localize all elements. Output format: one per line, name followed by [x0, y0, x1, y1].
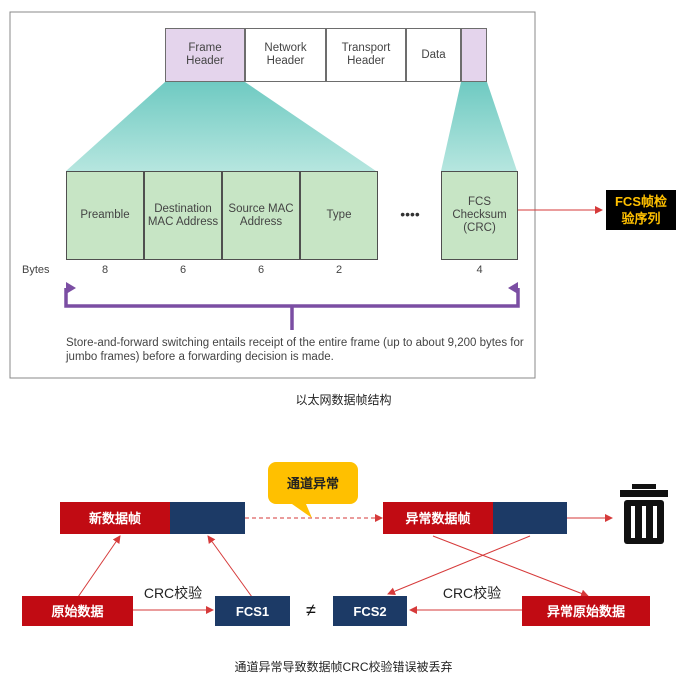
frame-data-to-abnormal-arrow	[432, 535, 589, 598]
header-transport-header: Transport Header	[326, 28, 406, 82]
bytes-destination-mac: 6	[179, 264, 187, 276]
field-type: Type	[300, 171, 378, 260]
original-data-box: 原始数据	[22, 596, 133, 626]
caption-crc-error-discard: 通道异常导致数据帧CRC校验错误被丢弃	[234, 660, 453, 674]
bytes-type: 2	[335, 264, 343, 276]
bytes-preamble: 8	[101, 264, 109, 276]
frame-fcs-to-fcs2-arrow	[387, 535, 531, 596]
trash-icon	[620, 484, 668, 544]
bytes-fcs: 4	[476, 264, 483, 276]
store-forward-description: Store-and-forward switching entails rece…	[66, 337, 524, 363]
frame-header-funnel	[66, 82, 376, 171]
channel-error-callout: 通道异常	[268, 462, 358, 504]
header-frame-header: Frame Header	[165, 28, 245, 82]
header-data: Data	[406, 28, 461, 82]
abnormal-original-data-box: 异常原始数据	[522, 596, 650, 626]
field-destination-mac: Destination MAC Address	[144, 171, 222, 260]
original-to-frame-arrow	[77, 535, 121, 598]
fcs-callout-box: FCS帧检 验序列	[606, 190, 676, 230]
bytes-source-mac: 6	[257, 264, 265, 276]
header-fcs-segment	[461, 28, 487, 82]
crc-check-label-right: CRC校验	[442, 584, 502, 601]
fcs1-box: FCS1	[215, 596, 290, 626]
fcs-funnel	[441, 82, 517, 171]
header-network-header: Network Header	[245, 28, 326, 82]
crc-check-label-left: CRC校验	[143, 584, 203, 601]
bytes-label: Bytes	[22, 264, 50, 276]
fcs2-box: FCS2	[333, 596, 407, 626]
abnormal-frame-data-block: 异常数据帧	[383, 502, 493, 534]
field-ellipsis: ••••	[400, 205, 420, 222]
caption-ethernet-frame: 以太网数据帧结构	[295, 393, 392, 407]
fcs1-to-frame-arrow	[207, 535, 253, 598]
not-equal-sign: ≠	[306, 599, 316, 620]
abnormal-frame-fcs-block	[493, 502, 567, 534]
callout-tail	[292, 504, 312, 518]
field-fcs-checksum: FCS Checksum (CRC)	[441, 171, 518, 260]
field-source-mac: Source MAC Address	[222, 171, 300, 260]
new-frame-data-block: 新数据帧	[60, 502, 170, 534]
new-frame-fcs-block	[170, 502, 245, 534]
field-preamble: Preamble	[66, 171, 144, 260]
